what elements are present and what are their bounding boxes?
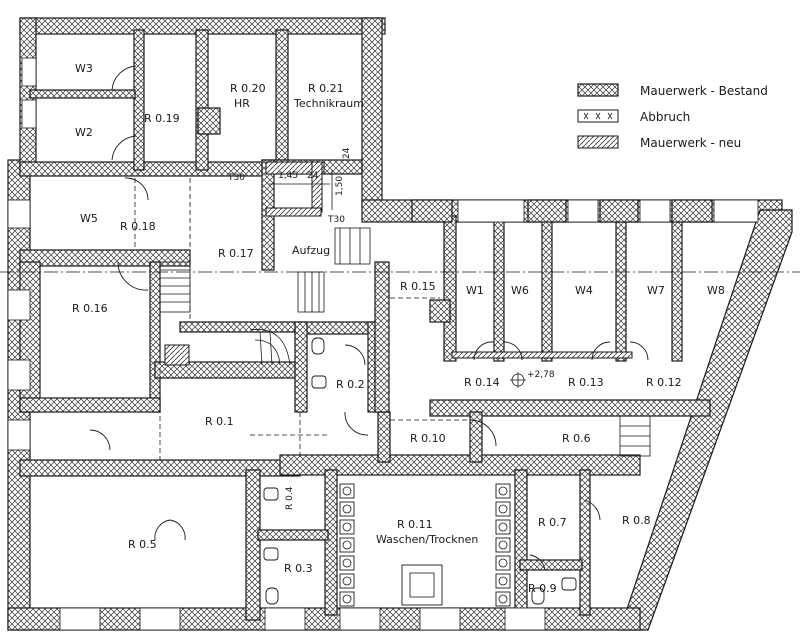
room-label-r03: R 0.3 [284,562,313,575]
washing-machine-drum-icon [498,504,508,514]
room-label-hr: HR [234,97,250,110]
dimension-label: 24 [307,171,319,181]
washing-machine-icon [339,537,355,553]
room-label-r02: R 0.2 [336,378,365,391]
washing-machine-icon [339,573,355,589]
room-label-w1: W1 [466,284,484,297]
washing-machine-icon [339,555,355,571]
room-label-r015: R 0.15 [400,280,436,293]
washing-machine-drum-icon [342,522,352,532]
room-label-waschen: Waschen/Trocknen [376,533,478,546]
washing-machine-drum-icon [342,504,352,514]
washing-machine-icon [339,501,355,517]
room-label-r06: R 0.6 [562,432,591,445]
room-label-r08: R 0.8 [622,514,651,527]
room-label-aufzug: Aufzug [292,244,330,257]
windows [7,57,759,631]
room-label-r020: R 0.20 [230,82,266,95]
legend-label-existing: Mauerwerk - Bestand [640,84,768,98]
room-label-w7: W7 [647,284,665,297]
washing-machine-drum-icon [498,540,508,550]
room-label-w4: W4 [575,284,593,297]
room-label-w5: W5 [80,212,98,225]
room-label-w2: W2 [75,126,93,139]
room-label-r021: R 0.21 [308,82,344,95]
washing-machine-icon [495,483,511,499]
washing-machine-icon [495,537,511,553]
fire-door-label: T30 [227,173,245,183]
washing-machine-drum-icon [498,576,508,586]
washing-machine-icon [495,519,511,535]
washing-machine-icon [339,483,355,499]
dimension-label: 24 [342,147,352,159]
washing-machine-drum-icon [498,558,508,568]
legend-label-new: Mauerwerk - neu [640,136,741,150]
legend: Mauerwerk - Bestand Abbruch Mauerwerk - … [577,83,768,150]
room-label-r09: R 0.9 [528,582,557,595]
room-label-technikraum: Technikraum [293,97,364,110]
legend-label-demolition: Abbruch [640,110,690,124]
room-label-r04: R 0.4 [285,486,295,510]
washing-machine-drum-icon [342,594,352,604]
washing-machine-icon [495,573,511,589]
washing-machine-icon [339,519,355,535]
washing-machine-drum-icon [498,522,508,532]
washing-machine-drum-icon [498,594,508,604]
room-label-w8: W8 [707,284,725,297]
level-label: +2,78 [527,370,555,380]
staircase [159,227,651,457]
room-label-r019: R 0.19 [144,112,180,125]
washing-machine-drum-icon [498,486,508,496]
room-label-r01: R 0.1 [205,415,234,428]
washing-machine-drum-icon [342,540,352,550]
new-walls [164,161,633,366]
washing-machine-icon [495,501,511,517]
washing-machine-drum-icon [342,486,352,496]
room-label-r010: R 0.10 [410,432,446,445]
legend-swatch-existing [577,83,619,97]
room-label-w6: W6 [511,284,529,297]
room-label-r017: R 0.17 [218,247,254,260]
room-label-r012: R 0.12 [646,376,682,389]
legend-swatch-demolition [577,109,619,123]
legend-swatch-new [577,135,619,149]
room-label-r018: R 0.18 [120,220,156,233]
room-label-r016: R 0.16 [72,302,108,315]
room-label-r05: R 0.5 [128,538,157,551]
room-label-r013: R 0.13 [568,376,604,389]
doors [89,65,649,571]
room-label-r014: R 0.14 [464,376,500,389]
room-label-w3: W3 [75,62,93,75]
room-label-r07: R 0.7 [538,516,567,529]
dimension-label: 1,45 [278,171,298,181]
dimension-label: 1,50 [335,176,345,196]
washing-machine-drum-icon [342,576,352,586]
room-label-r011: R 0.11 [397,518,433,531]
fixtures [263,337,577,607]
annotations: T30 T30 1,45 24 24 1,50 +2,78 [227,147,555,388]
washing-machine-icon [495,555,511,571]
room-labels: W3 W2 R 0.19 R 0.20 HR R 0.21 Technikrau… [72,62,725,595]
fire-door-label: T30 [327,215,345,225]
washing-machine-drum-icon [342,558,352,568]
washing-machine-icon [495,591,511,607]
washing-machine-icon [339,591,355,607]
